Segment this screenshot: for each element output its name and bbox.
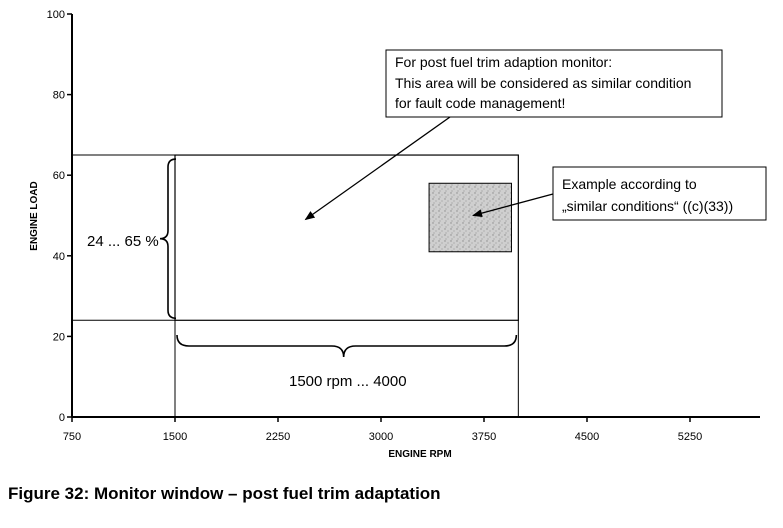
rpm-range-brace (176, 334, 518, 358)
example-annotation-arrow (472, 193, 554, 218)
monitor-annotation-arrow (304, 116, 451, 221)
example-annotation-box (552, 166, 767, 221)
x-tick-label: 2250 (266, 431, 290, 443)
y-tick-label: 80 (53, 90, 65, 102)
y-tick-group: 0 20 40 60 80 100 (47, 9, 72, 424)
monitor-annotation-line-3: for fault code management! (395, 95, 565, 111)
x-tick-label: 3750 (472, 431, 496, 443)
x-tick-label: 750 (63, 431, 81, 443)
load-range-label: 24 ... 65 % (87, 233, 159, 250)
y-tick-label: 100 (47, 9, 65, 21)
x-tick-group: 750 1500 2250 3000 3750 4500 5250 (63, 417, 702, 443)
monitor-annotation-line-2: This area will be considered as similar … (395, 75, 691, 91)
rpm-range-label: 1500 rpm ... 4000 (289, 373, 407, 390)
figure-caption: Figure 32: Monitor window – post fuel tr… (8, 484, 441, 503)
similar-conditions-region (428, 182, 512, 253)
region-group (174, 154, 519, 417)
engine-load-rpm-chart: 0 20 40 60 80 100 750 1500 2250 3000 3750 4500 5250… (29, 9, 767, 460)
y-tick-label: 0 (59, 412, 65, 424)
y-axis-title: ENGINE LOAD (29, 181, 40, 250)
monitor-annotation-line-1: For post fuel trim adaption monitor: (395, 54, 612, 70)
example-annotation-line-2: „similar conditions“ ((c)(33)) (562, 198, 733, 214)
y-tick-label: 40 (53, 251, 65, 263)
example-annotation-line-1: Example according to (562, 176, 697, 192)
x-tick-label: 1500 (163, 431, 187, 443)
monitor-window-region (174, 154, 519, 321)
x-tick-label: 5250 (678, 431, 702, 443)
y-tick-label: 60 (53, 170, 65, 182)
load-range-brace (159, 158, 177, 320)
x-tick-label: 4500 (575, 431, 599, 443)
y-tick-label: 20 (53, 331, 65, 343)
monitor-annotation-box (385, 49, 723, 118)
x-axis-title: ENGINE RPM (388, 449, 451, 460)
x-tick-label: 3000 (369, 431, 393, 443)
